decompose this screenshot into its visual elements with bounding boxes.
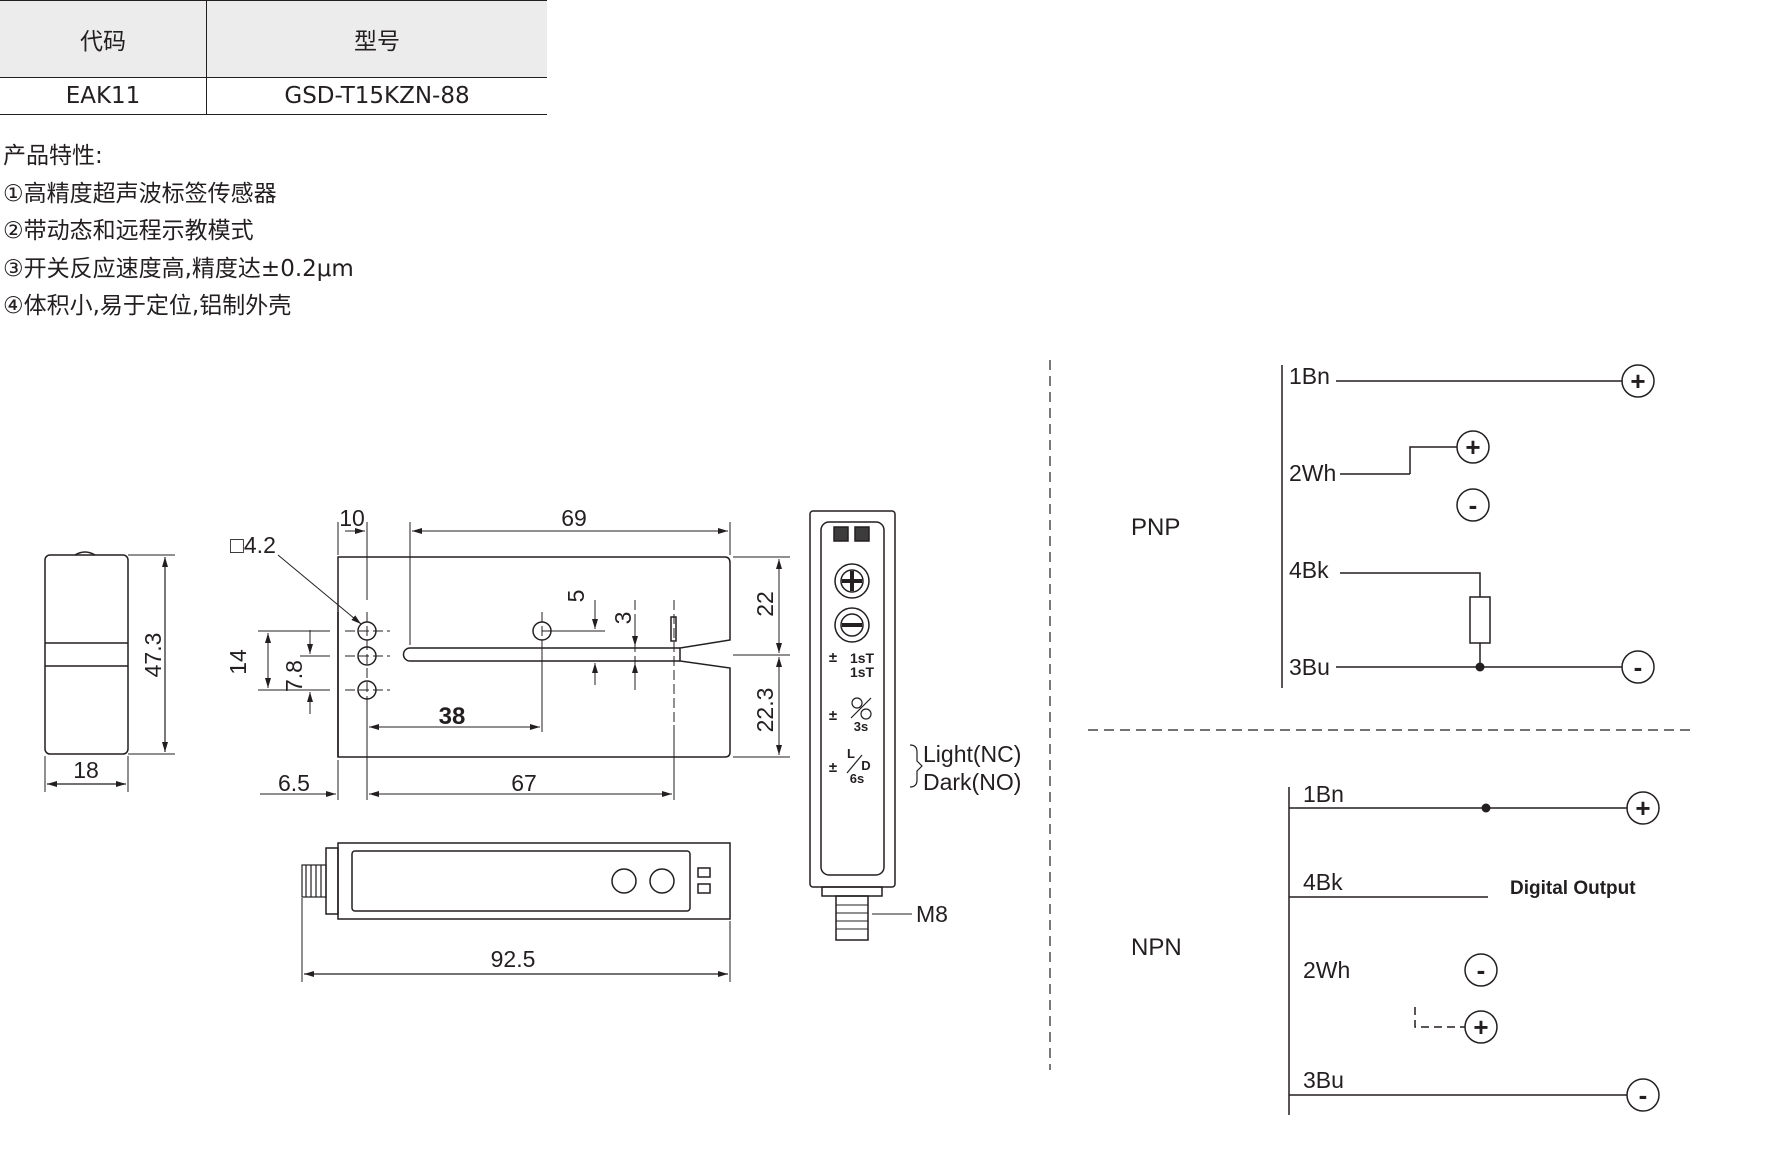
feature-item: ③开关反应速度高,精度达±0.2μm: [3, 255, 354, 282]
panel-pm-1: ±: [829, 649, 837, 666]
minus-symbol: -: [1477, 955, 1486, 985]
connector-side: [301, 864, 327, 898]
npn-label: NPN: [1131, 934, 1182, 961]
npn-minus-terminal-2: -: [1626, 1078, 1660, 1112]
front-view: [258, 522, 790, 800]
plus-symbol: +: [1465, 432, 1480, 462]
plus-symbol: +: [1635, 793, 1650, 823]
side-view: [44, 551, 175, 792]
panel-view: [809, 510, 923, 941]
panel-pm-3: ±: [829, 759, 837, 776]
feature-item: ②带动态和远程示教模式: [3, 218, 254, 244]
panel-btn1-time: 1sT: [850, 650, 875, 666]
cell-model: GSD-T15KZN-88: [206, 77, 547, 115]
npn-junction: [1481, 803, 1491, 813]
dim-right-22-3: 22.3: [752, 688, 778, 733]
label-light-nc: Light(NC): [923, 741, 1021, 767]
npn-output-label: Digital Output: [1510, 878, 1636, 899]
dim-side-width: 18: [73, 757, 99, 783]
npn-wire-1bn: 1Bn: [1303, 781, 1344, 807]
pnp-plus-terminal-1: +: [1621, 364, 1655, 398]
feature-heading: 产品特性:: [3, 143, 103, 169]
dim-3: 3: [610, 612, 636, 625]
dim-right-22: 22: [752, 591, 778, 617]
npn-wire-2wh: 2Wh: [1303, 957, 1350, 983]
dim-total-92-5: 92.5: [491, 946, 536, 972]
panel-btn2-time: 1sT: [850, 664, 875, 680]
pnp-plus-terminal-2: +: [1456, 430, 1490, 464]
pnp-minus-terminal-1: -: [1456, 488, 1490, 522]
dim-side-height: 47.3: [140, 633, 166, 678]
dim-38: 38: [439, 703, 466, 730]
teach-icon: [850, 697, 872, 720]
pnp-minus-terminal-2: -: [1621, 650, 1655, 684]
header-model: 型号: [206, 0, 547, 78]
minus-symbol: -: [1469, 490, 1478, 520]
npn-wiring: [1288, 787, 1628, 1115]
dim-top-10: 10: [339, 505, 365, 531]
pnp-junction: [1475, 662, 1485, 672]
pnp-wire-3bu: 3Bu: [1289, 654, 1330, 680]
cell-code: EAK11: [0, 77, 207, 115]
plus-symbol: +: [1630, 366, 1645, 396]
dim-hole: □4.2: [230, 532, 276, 558]
dim-left-14: 14: [225, 649, 251, 675]
panel-slash: [846, 754, 863, 774]
pnp-wiring: [1281, 365, 1622, 688]
npn-plus-terminal-2: +: [1464, 1010, 1498, 1044]
pnp-wire-2wh: 2Wh: [1289, 460, 1336, 486]
plus-symbol: +: [1473, 1012, 1488, 1042]
top-view: [301, 842, 731, 982]
panel-btn3-time: 3s: [854, 719, 868, 734]
feature-list: 产品特性: ①高精度超声波标签传感器 ②带动态和远程示教模式 ③开关反应速度高,…: [3, 138, 354, 326]
panel-btn4-light: L: [847, 746, 855, 761]
pnp-wire-4bk: 4Bk: [1289, 557, 1329, 583]
dim-5: 5: [563, 590, 589, 603]
minus-symbol: -: [1639, 1080, 1648, 1110]
dim-bottom-67: 67: [511, 770, 537, 796]
dim-bottom-6-5: 6.5: [278, 770, 310, 796]
npn-wire-3bu: 3Bu: [1303, 1067, 1344, 1093]
pnp-label: PNP: [1131, 514, 1180, 541]
panel-btn4-dark: D: [861, 758, 870, 773]
pnp-wire-1bn: 1Bn: [1289, 363, 1330, 389]
feature-item: ①高精度超声波标签传感器: [3, 180, 277, 207]
header-code: 代码: [0, 0, 207, 78]
dim-left-7-8: 7.8: [281, 660, 307, 692]
dim-top-69: 69: [561, 505, 587, 531]
feature-item: ④体积小,易于定位,铝制外壳: [3, 293, 292, 319]
minus-symbol: -: [1634, 652, 1643, 682]
npn-wire-4bk: 4Bk: [1303, 869, 1343, 895]
panel-pm-2: ±: [829, 707, 837, 724]
npn-plus-terminal-1: +: [1626, 791, 1660, 825]
panel-btn4-time: 6s: [850, 771, 864, 786]
label-dark-no: Dark(NO): [923, 769, 1021, 795]
npn-minus-terminal-1: -: [1464, 953, 1498, 987]
label-connector: M8: [916, 901, 948, 927]
code-model-table: 代码 型号 EAK11 GSD-T15KZN-88: [0, 0, 547, 115]
